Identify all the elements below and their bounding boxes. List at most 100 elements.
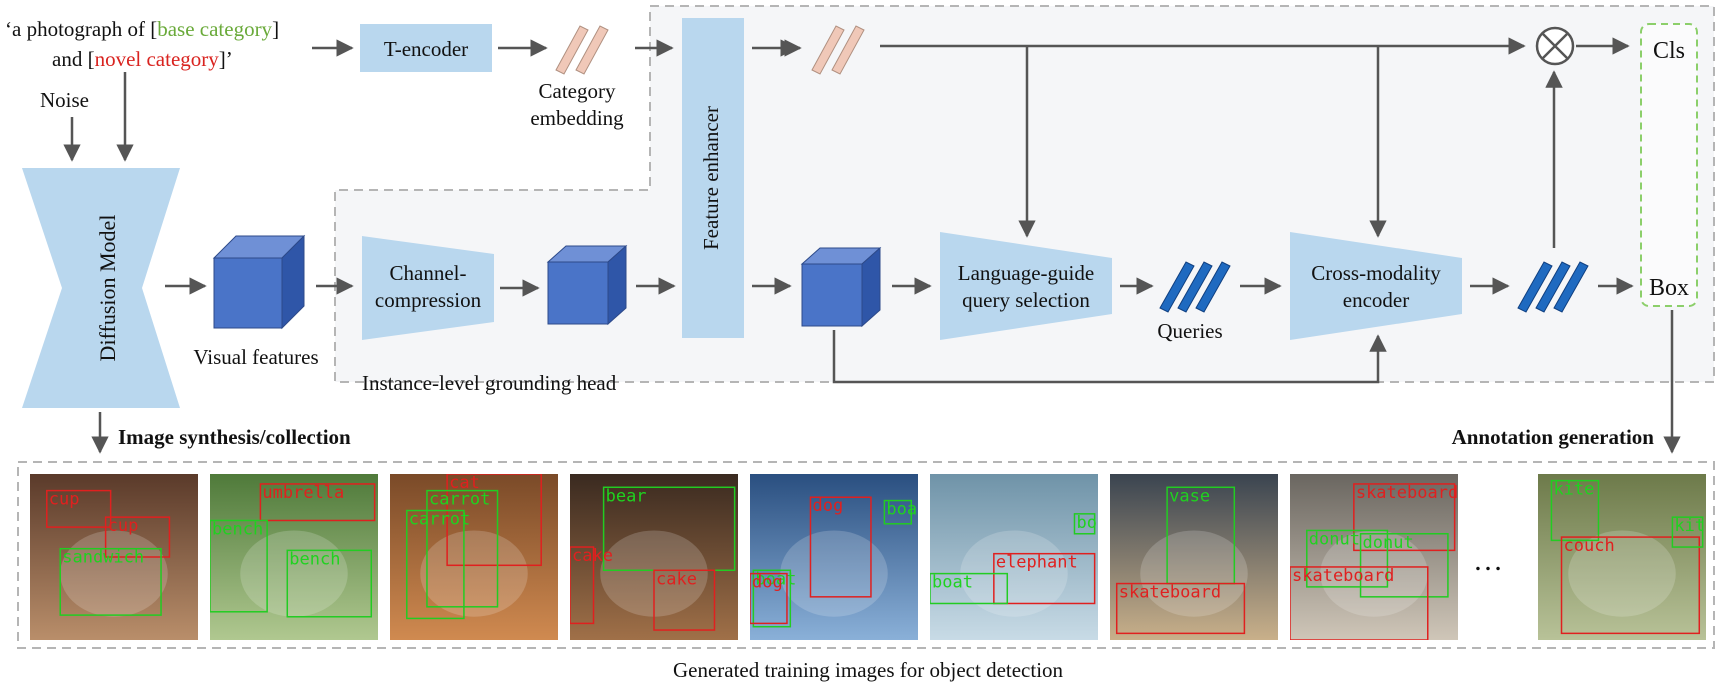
prompt-line-1: ‘a photograph of [base category] [5,17,279,41]
grounding-head-label: Instance-level grounding head [362,371,617,395]
detection-label: dog [752,573,783,593]
language-guide-label-1: Language-guide [958,261,1094,285]
generated-images-frame [17,461,1715,649]
detection-box [104,516,171,558]
feature-enhancer-block [682,18,744,338]
detection-box [653,569,716,631]
detection-box [406,509,465,620]
detection-box [446,474,542,567]
generated-image-7 [1110,474,1278,640]
detection-box [1353,483,1456,552]
enhanced-features-cube [800,246,882,328]
detection-label: carrot [429,490,490,510]
queries-label: Queries [1157,319,1222,343]
detection-label: cake [656,569,697,589]
detection-box [1560,536,1701,635]
visual-features-cube [212,234,306,330]
detection-box [259,483,376,522]
detection-label: umbrella [262,483,344,503]
annotation-generation-label: Annotation generation [1452,425,1655,449]
detection-box [46,489,112,528]
diffusion-model-block [22,168,180,408]
detection-label: cup [49,490,80,510]
box-label: Box [1649,275,1689,301]
detection-label: cake [572,546,613,566]
detection-box [569,546,595,625]
detection-box [752,569,792,628]
detection-box [1073,513,1096,535]
detection-label: skateboard [1292,566,1394,586]
detection-box [809,496,872,598]
diffusion-model-label: Diffusion Model [95,215,120,362]
enhanced-embedding-icon [811,25,865,75]
detection-label: skateboard [1356,483,1458,503]
detection-box [1671,516,1704,548]
feature-enhancer-label: Feature enhancer [699,106,723,250]
detection-box [1550,479,1600,542]
detection-label: kite [1674,516,1715,536]
detection-label: cat [449,473,480,493]
channel-compression-label-2: compression [375,288,482,312]
cross-modality-label-2: encoder [1343,288,1409,312]
detection-label: boat [886,500,927,520]
detection-label: dog [812,496,843,516]
generated-image-8 [1290,474,1458,640]
image-subject [960,530,1068,617]
detection-label: kite [1553,480,1594,500]
cls-label: Cls [1653,38,1685,64]
category-embedding-label-2: embedding [530,106,624,130]
generated-image-3 [390,474,558,640]
detection-box [749,572,788,625]
detection-box [426,489,499,608]
channel-compression-label-1: Channel- [390,261,467,285]
generated-image-6 [930,474,1098,640]
detection-label: skateboard [1119,583,1221,603]
prompt-line-2: and [novel category]’ [52,47,233,71]
caption: Generated training images for object det… [673,658,1064,682]
image-subject [240,530,348,617]
detection-box [883,499,913,525]
channel-compression-block [362,236,494,340]
dot-product-icon [1535,26,1575,66]
visual-features-label: Visual features [193,345,318,369]
ellipsis-label: … [1473,544,1503,577]
generated-images-strip: cupcupsandwichumbrellabenchbenchcatcarro… [30,473,1715,640]
t-encoder-block [360,24,492,72]
detection-label: bench [212,519,263,539]
cross-modality-encoder-block [1290,232,1462,340]
detection-label: boat [932,573,973,593]
detection-box [1359,533,1449,598]
detection-box [59,547,162,616]
detection-label: sandwich [62,548,144,568]
output-queries-icon [1517,261,1589,313]
detection-label: donut [1363,533,1414,553]
image-synthesis-label: Image synthesis/collection [118,425,351,449]
cross-modality-label-1: Cross-modality [1311,261,1441,285]
detection-label: carrot [409,510,470,530]
t-encoder-label: T-encoder [384,37,468,61]
language-guide-label-2: query selection [962,288,1090,312]
image-subject [60,530,168,617]
detection-label: bench [289,549,340,569]
output-box [1640,23,1698,307]
detection-label: cup [108,516,139,536]
language-guide-query-selection-block [940,232,1112,340]
compressed-features-cube [546,244,628,326]
category-embedding-label-1: Category [539,79,616,103]
detection-box [929,572,1009,605]
queries-icon [1159,261,1231,313]
image-subject [780,530,888,617]
detection-box [286,549,373,618]
detection-label: elephant [996,553,1078,573]
detection-box [209,519,268,613]
detection-box [1306,529,1389,588]
detection-box [1115,582,1246,635]
category-embedding-icon [555,25,609,75]
image-subject [420,530,528,617]
detection-box [993,552,1096,605]
image-subject [1320,530,1428,617]
generated-image-5 [750,474,918,640]
detection-label: vase [1169,486,1210,506]
detection-label: bear [606,486,647,506]
detection-box [1289,566,1429,640]
